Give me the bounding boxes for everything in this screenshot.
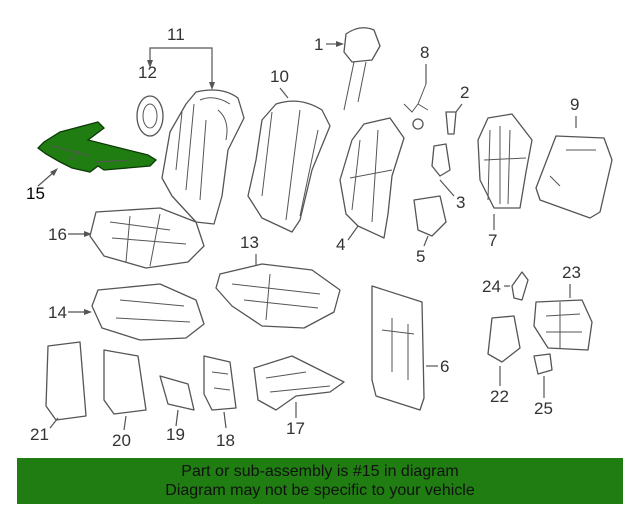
part-4-frame[interactable] [339,117,405,239]
leader-11 [149,47,213,86]
part-13-cushion-pan[interactable] [215,263,341,329]
callout-23[interactable]: 23 [562,263,581,282]
part-3-bracket[interactable] [431,143,451,177]
part-17-detail [265,371,331,393]
part-13-detail [231,273,321,321]
callout-3[interactable]: 3 [456,193,465,212]
part-7-detail [483,126,527,205]
banner-line-2: Diagram may not be specific to your vehi… [165,482,475,499]
callout-2[interactable]: 2 [460,83,469,102]
part-17-rail[interactable] [253,355,345,411]
leader-20 [123,415,127,431]
callout-21[interactable]: 21 [30,425,49,444]
callout-25[interactable]: 25 [534,399,553,418]
callout-18[interactable]: 18 [216,431,235,450]
leader-4 [347,225,359,241]
callout-6[interactable]: 6 [440,357,449,376]
part-19-trim[interactable] [159,375,195,411]
part-8-cable [403,83,429,113]
part-6-detail [381,318,415,380]
callout-16[interactable]: 16 [48,225,67,244]
callout-11[interactable]: 11 [167,25,185,44]
callout-24[interactable]: 24 [482,277,501,296]
arrow-15 [50,168,58,176]
part-5-bracket[interactable] [413,195,447,237]
part-6-panel[interactable] [371,285,425,411]
callout-17[interactable]: 17 [286,419,305,438]
parts-diagram: 15 11 12 10 1 4 8 2 3 5 7 9 [26,25,613,450]
banner-line-1: Part or sub-assembly is #15 in diagram [181,463,459,480]
callout-19[interactable]: 19 [166,425,185,444]
arrow-11b [209,82,215,90]
part-1-headrest[interactable] [343,27,381,63]
part-16-detail [109,213,187,267]
part-24-clip[interactable] [511,271,529,301]
part-1-posts [343,61,367,111]
part-25-connector[interactable] [533,353,553,375]
callout-14[interactable]: 14 [48,303,67,322]
leader-3 [439,179,455,197]
part-8-clip[interactable] [412,118,424,130]
callout-12[interactable]: 12 [138,63,157,82]
callout-9[interactable]: 9 [570,95,579,114]
part-18-detail [211,371,231,391]
callout-22[interactable]: 22 [490,387,509,406]
part-15-detail [51,145,131,163]
leader-10 [279,87,289,99]
part-9-detail [549,149,596,187]
part-15-highlighted[interactable] [37,121,158,173]
part-2-bolt[interactable] [445,111,457,135]
callout-13[interactable]: 13 [240,233,259,252]
part-21-panel[interactable] [45,341,87,421]
info-banner: Part or sub-assembly is #15 in diagram D… [17,458,623,504]
leader-5 [423,235,429,247]
callout-1[interactable]: 1 [314,35,323,54]
leader-19 [175,409,179,427]
part-12-emblem[interactable] [136,95,164,137]
callout-5[interactable]: 5 [416,247,425,266]
arrow-11a [147,60,153,68]
callout-8[interactable]: 8 [420,43,429,62]
part-20-panel[interactable] [103,349,147,415]
arrow-16 [84,231,92,237]
arrow-1 [336,41,344,47]
leader-2 [455,103,463,113]
arrow-14 [84,309,92,315]
part-23-module[interactable] [533,299,593,351]
part-14-detail [115,299,191,323]
callout-20[interactable]: 20 [112,431,131,450]
leader-18 [223,411,227,429]
part-16-cushion[interactable] [89,207,205,269]
callout-15[interactable]: 15 [26,184,45,203]
leader-21 [49,417,59,429]
part-10-detail [261,109,319,221]
part-11-detail [175,97,231,201]
part-7-mechanism[interactable] [477,113,533,209]
part-23-detail [545,302,582,348]
part-22-switch[interactable] [487,315,521,363]
part-10-back-panel[interactable] [247,100,331,233]
leader-15 [37,171,55,187]
part-4-detail [349,129,393,223]
part-18-bracket[interactable] [203,355,237,411]
part-12-detail [142,103,158,129]
part-9-back-cover[interactable] [535,135,613,219]
callout-10[interactable]: 10 [270,67,289,86]
callout-7[interactable]: 7 [488,231,497,250]
callout-4[interactable]: 4 [336,235,345,254]
part-14-cushion-cover[interactable] [91,283,205,341]
